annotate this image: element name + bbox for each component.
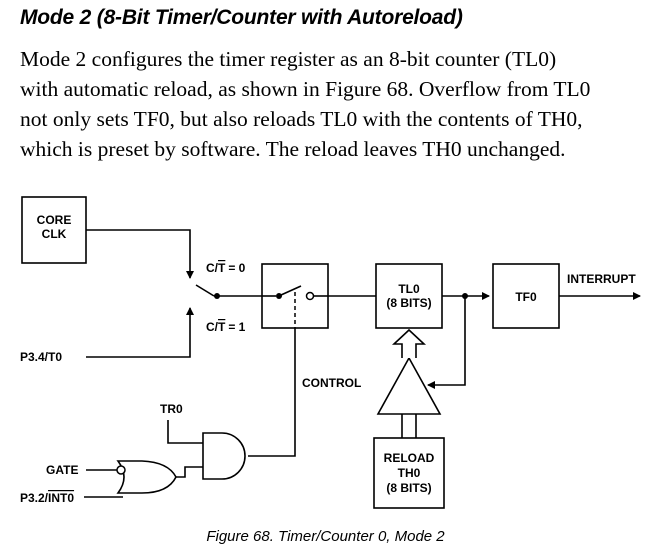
gate-inverter-bubble	[116, 465, 126, 475]
or-to-and-wire	[176, 466, 203, 478]
core-clk-block: CORE CLK	[21, 196, 87, 264]
core-clk-wire	[86, 229, 194, 279]
reload-th0-register: RELOAD TH0 (8 BITS)	[373, 437, 445, 509]
p32-label: P3.2/INT0	[20, 491, 74, 505]
section-heading: Mode 2 (8-Bit Timer/Counter with Autorel…	[20, 6, 463, 29]
reload-label: TH0	[398, 466, 421, 480]
reload-arrow-up	[391, 328, 427, 358]
reload-connector	[401, 414, 417, 438]
paragraph-line: not only sets TF0, but also reloads TL0 …	[20, 107, 583, 131]
switch-node	[214, 293, 220, 299]
gate-label: GATE	[46, 463, 78, 477]
tl0-label: (8 BITS)	[386, 296, 431, 310]
p34-wire	[86, 307, 194, 358]
paragraph-line: which is preset by software. The reload …	[20, 137, 566, 161]
tr0-label: TR0	[160, 402, 183, 416]
tf0-label: TF0	[515, 290, 537, 304]
body-paragraph: Mode 2 configures the timer register as …	[20, 44, 648, 164]
reload-label: RELOAD	[384, 451, 435, 465]
and-gate	[202, 432, 246, 480]
control-switch-block	[261, 263, 329, 329]
control-label: CONTROL	[302, 376, 361, 390]
or-gate	[116, 460, 177, 494]
core-clk-label: CORE	[37, 213, 72, 227]
tf0-flag: TF0	[492, 263, 560, 329]
interrupt-label: INTERRUPT	[567, 272, 636, 286]
paragraph-line: Mode 2 configures the timer register as …	[20, 47, 557, 71]
reload-label: (8 BITS)	[386, 481, 431, 495]
ct1-label: C/T= 1	[206, 320, 246, 334]
ct0-label: C/T= 0	[206, 261, 246, 275]
core-clk-label: CLK	[42, 227, 67, 241]
reload-feedback-wire	[427, 296, 466, 389]
control-wire	[248, 328, 296, 457]
tl0-register: TL0 (8 BITS)	[375, 263, 443, 329]
paragraph-line: with automatic reload, as shown in Figur…	[20, 77, 591, 101]
reload-buffer	[376, 356, 442, 415]
p34-label: P3.4/T0	[20, 350, 62, 364]
ct-select-switch	[195, 284, 215, 297]
tr0-wire	[167, 420, 203, 444]
tl0-label: TL0	[398, 282, 420, 296]
figure-caption: Figure 68. Timer/Counter 0, Mode 2	[206, 528, 445, 545]
